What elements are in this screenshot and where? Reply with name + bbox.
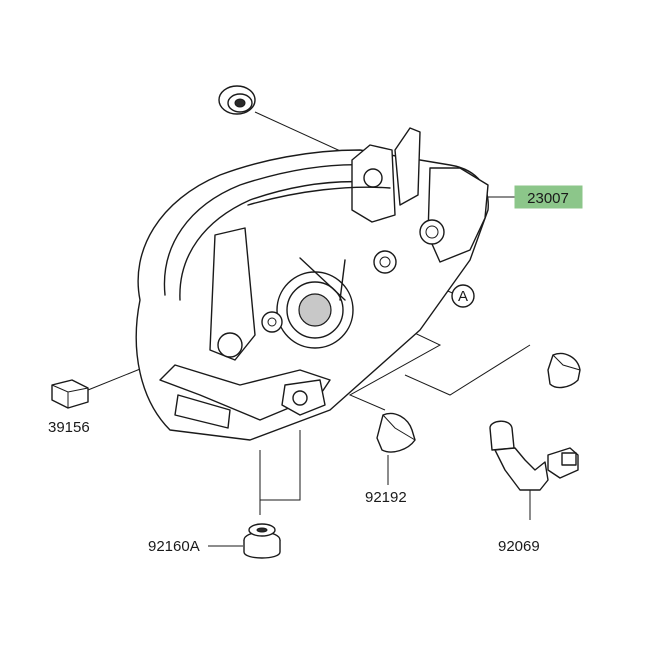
headlight-housing bbox=[135, 127, 489, 441]
side-bracket bbox=[427, 167, 489, 263]
label-92069: 92069 bbox=[498, 538, 540, 555]
label-92192: 92192 bbox=[365, 489, 407, 506]
label-39156: 39156 bbox=[48, 419, 90, 436]
leader-92069 bbox=[404, 344, 531, 396]
callout-a bbox=[451, 284, 475, 308]
leader-92160a bbox=[259, 430, 301, 501]
callout-a-label: A bbox=[458, 288, 468, 305]
cushion-39156 bbox=[51, 379, 89, 409]
bulb-92069 bbox=[489, 420, 579, 491]
label-23007: 23007 bbox=[527, 190, 569, 207]
mount-tab-right bbox=[394, 127, 421, 206]
label-92160a: 92160A bbox=[148, 538, 200, 555]
grommet-92160a bbox=[243, 523, 281, 559]
highlight-box-23007 bbox=[514, 185, 583, 209]
socket-cover-92192 bbox=[376, 412, 416, 453]
left-frame bbox=[209, 227, 256, 361]
socket-cover-upper bbox=[547, 352, 581, 389]
top-grommet bbox=[218, 85, 256, 115]
